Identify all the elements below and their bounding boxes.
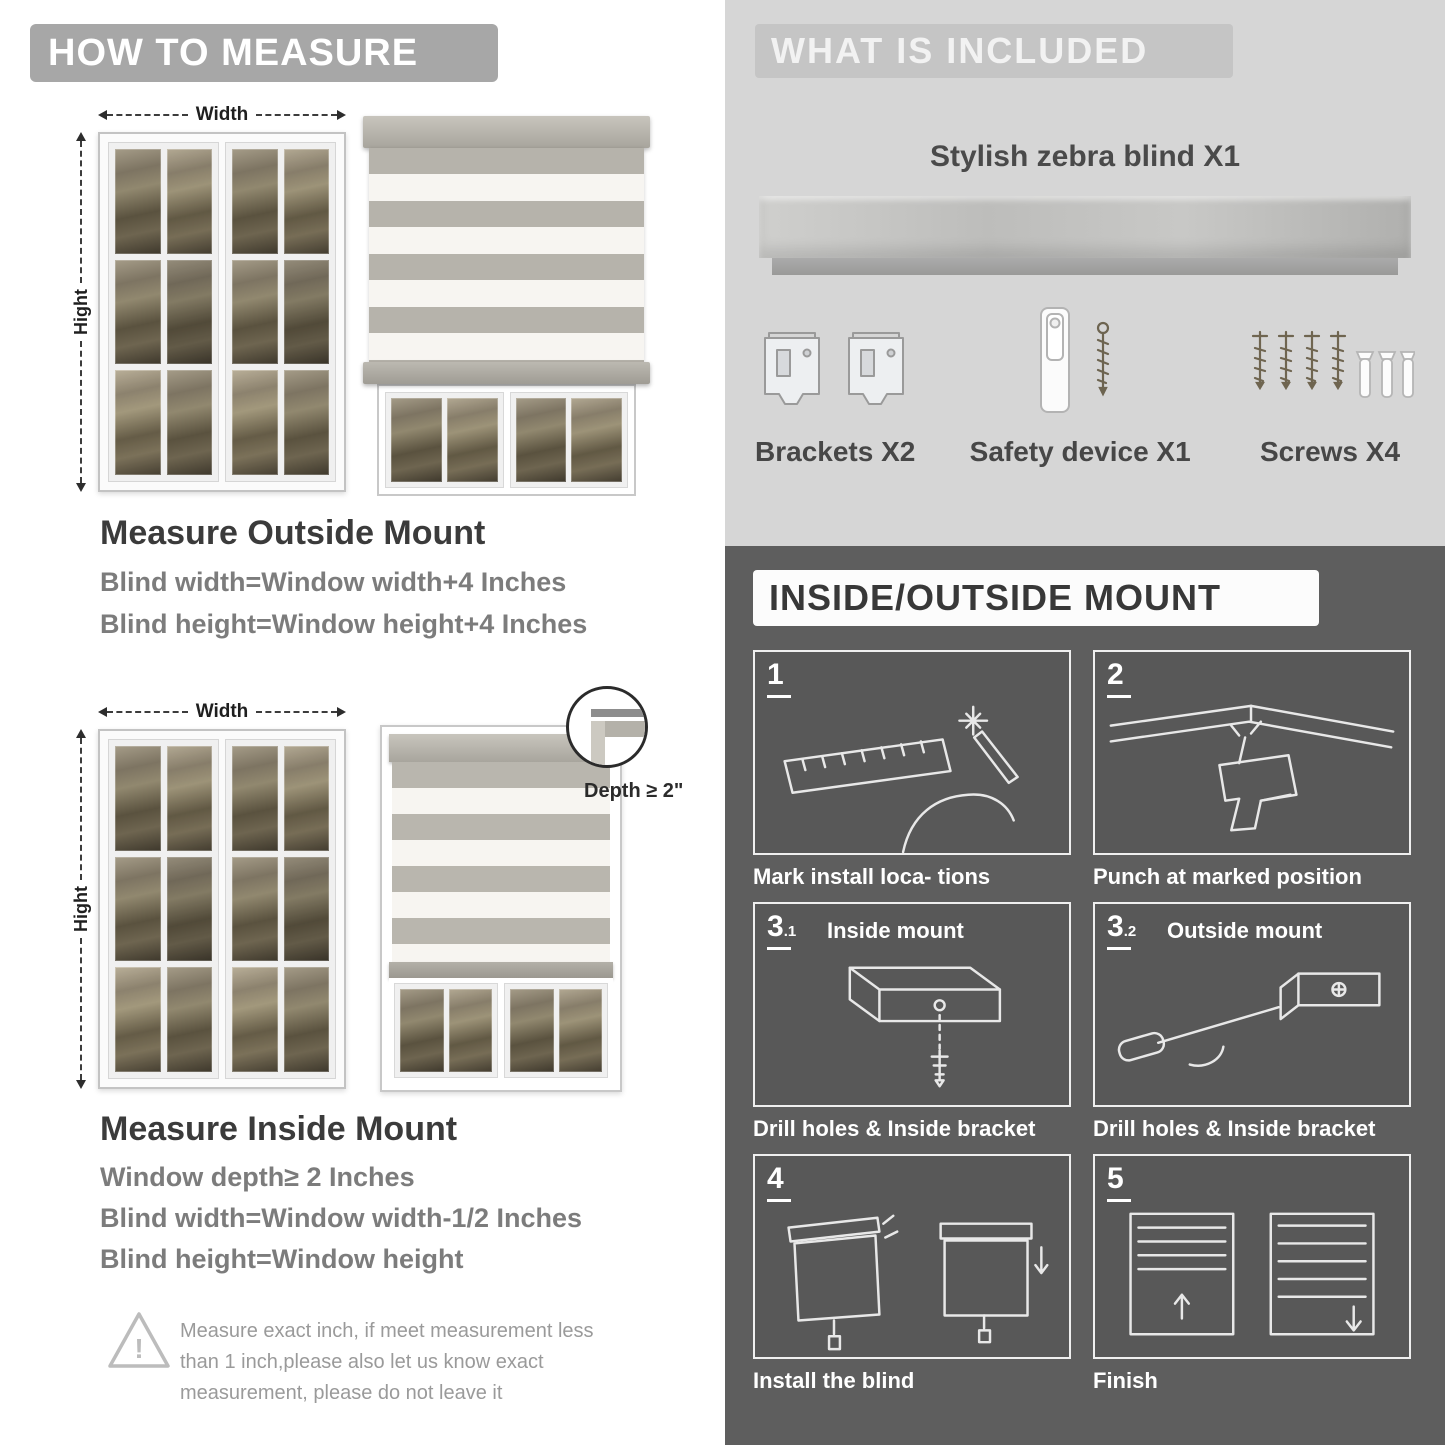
partial-window bbox=[377, 384, 636, 496]
arrow-down-icon bbox=[76, 483, 86, 493]
step-4-illustration bbox=[787, 1214, 1049, 1351]
step-5-illustration bbox=[1129, 1212, 1375, 1336]
warning-triangle-icon: ! bbox=[108, 1312, 170, 1368]
window-sash bbox=[108, 739, 219, 1079]
window-frame bbox=[98, 729, 346, 1089]
arrow-left-icon bbox=[98, 707, 107, 717]
arrow-down-icon bbox=[76, 1080, 86, 1090]
part-label-safety-device: Safety device X1 bbox=[969, 436, 1191, 467]
inside-mount-heading: Measure Inside Mount bbox=[100, 1110, 458, 1148]
part-label-screws: Screws X4 bbox=[1259, 436, 1401, 467]
arrow-up-icon bbox=[76, 132, 86, 141]
step-panel-2: 2 bbox=[1093, 650, 1411, 855]
step-panel-3-2: 3.2 Outside mount bbox=[1093, 902, 1411, 1107]
headrail-lip bbox=[772, 258, 1398, 275]
included-parts-row: Brackets X2 Safety device X1 bbox=[755, 307, 1415, 468]
step-number: 3.2 bbox=[1107, 912, 1136, 950]
depth-label: Depth ≥ 2" bbox=[584, 780, 684, 802]
outside-mount-heading: Measure Outside Mount bbox=[100, 514, 486, 552]
outside-mount-line1: Blind width=Window width+4 Inches bbox=[100, 567, 567, 597]
height-arrow: Hight bbox=[70, 729, 92, 1090]
what-is-included-title: WHAT IS INCLUDED bbox=[771, 30, 1149, 71]
window-illustration-inside: Width Hight bbox=[70, 695, 346, 1095]
step-title: Inside mount bbox=[827, 918, 964, 943]
window-sash bbox=[509, 392, 628, 488]
step-caption: Drill holes & Inside bracket bbox=[1093, 1116, 1376, 1141]
svg-text:!: ! bbox=[134, 1333, 143, 1364]
window-sash bbox=[504, 983, 608, 1078]
blind-illustration-inside bbox=[380, 725, 622, 1092]
part-safety-device: Safety device X1 bbox=[970, 304, 1191, 468]
window-sash bbox=[108, 142, 219, 482]
width-arrow: Width bbox=[98, 701, 346, 723]
step-3-1-illustration bbox=[848, 966, 1002, 1088]
width-label: Width bbox=[195, 104, 249, 125]
step-number: 2 bbox=[1107, 660, 1131, 698]
arrow-up-icon bbox=[76, 729, 86, 738]
zebra-shade bbox=[392, 762, 610, 962]
window-sash bbox=[394, 983, 498, 1078]
inside-outside-mount-section: INSIDE/OUTSIDE MOUNT 1 Mark install loca… bbox=[725, 546, 1445, 1445]
window-sash bbox=[225, 739, 336, 1079]
height-label: Hight bbox=[70, 886, 91, 932]
step-caption: Mark install loca- tions bbox=[753, 864, 991, 889]
blind-illustration-outside bbox=[363, 116, 650, 496]
what-is-included-banner: WHAT IS INCLUDED bbox=[755, 24, 1233, 78]
step-number: 5 bbox=[1107, 1164, 1131, 1202]
screw-icon bbox=[1251, 330, 1415, 398]
window-sash bbox=[385, 392, 504, 488]
inside-outside-mount-title: INSIDE/OUTSIDE MOUNT bbox=[769, 577, 1222, 618]
safety-device-icon bbox=[1040, 307, 1110, 413]
part-screws: Screws X4 bbox=[1245, 322, 1415, 468]
how-to-measure-banner: HOW TO MEASURE bbox=[30, 24, 498, 82]
part-label-brackets: Brackets X2 bbox=[755, 436, 916, 467]
step-panel-3-1: 3.1 Inside mount bbox=[753, 902, 1071, 1107]
step-panel-5: 5 bbox=[1093, 1154, 1411, 1359]
step-caption: Punch at marked position bbox=[1093, 864, 1362, 889]
blind-headrail-illustration bbox=[759, 196, 1411, 275]
step-number: 1 bbox=[767, 660, 791, 698]
step-number: 4 bbox=[767, 1164, 791, 1202]
blind-bottom-rail bbox=[363, 362, 650, 384]
depth-callout-circle bbox=[566, 686, 648, 768]
outside-mount-line2: Blind height=Window height+4 Inches bbox=[100, 609, 588, 639]
step-caption: Install the blind bbox=[753, 1368, 915, 1393]
step-1-illustration bbox=[783, 705, 1019, 853]
window-sash bbox=[225, 142, 336, 482]
what-is-included-section: WHAT IS INCLUDED Stylish zebra blind X1 … bbox=[725, 0, 1445, 546]
step-panel-1: 1 bbox=[753, 650, 1071, 855]
blind-bottom-rail bbox=[389, 962, 613, 978]
inside-mount-line3: Blind height=Window height bbox=[100, 1244, 464, 1274]
window-illustration-outside: Width Hight bbox=[70, 98, 346, 498]
partial-window bbox=[389, 978, 613, 1083]
height-arrow: Hight bbox=[70, 132, 92, 493]
window-frame bbox=[98, 132, 346, 492]
inside-mount-line1: Window depth≥ 2 Inches bbox=[100, 1162, 415, 1192]
step-3-2-illustration bbox=[1117, 972, 1381, 1067]
step-title: Outside mount bbox=[1167, 918, 1323, 943]
zebra-shade bbox=[369, 148, 644, 362]
inside-outside-mount-banner: INSIDE/OUTSIDE MOUNT bbox=[753, 570, 1319, 626]
height-label: Hight bbox=[70, 289, 91, 335]
step-2-illustration bbox=[1109, 704, 1395, 832]
how-to-measure-title: HOW TO MEASURE bbox=[48, 31, 419, 74]
part-brackets: Brackets X2 bbox=[755, 326, 915, 468]
step-caption: Finish bbox=[1093, 1368, 1158, 1393]
width-label: Width bbox=[195, 701, 249, 722]
width-arrow: Width bbox=[98, 104, 346, 126]
arrow-left-icon bbox=[98, 110, 107, 120]
step-number: 3.1 bbox=[767, 912, 796, 950]
step-panel-4: 4 bbox=[753, 1154, 1071, 1359]
step-caption: Drill holes & Inside bracket bbox=[753, 1116, 1036, 1141]
arrow-right-icon bbox=[337, 110, 346, 120]
bracket-icon bbox=[764, 332, 905, 405]
arrow-right-icon bbox=[337, 707, 346, 717]
blind-cassette bbox=[363, 116, 650, 148]
measurement-warning-text: Measure exact inch, if meet measurement … bbox=[180, 1320, 594, 1404]
product-title: Stylish zebra blind X1 bbox=[929, 140, 1241, 173]
inside-mount-line2: Blind width=Window width-1/2 Inches bbox=[100, 1203, 583, 1233]
